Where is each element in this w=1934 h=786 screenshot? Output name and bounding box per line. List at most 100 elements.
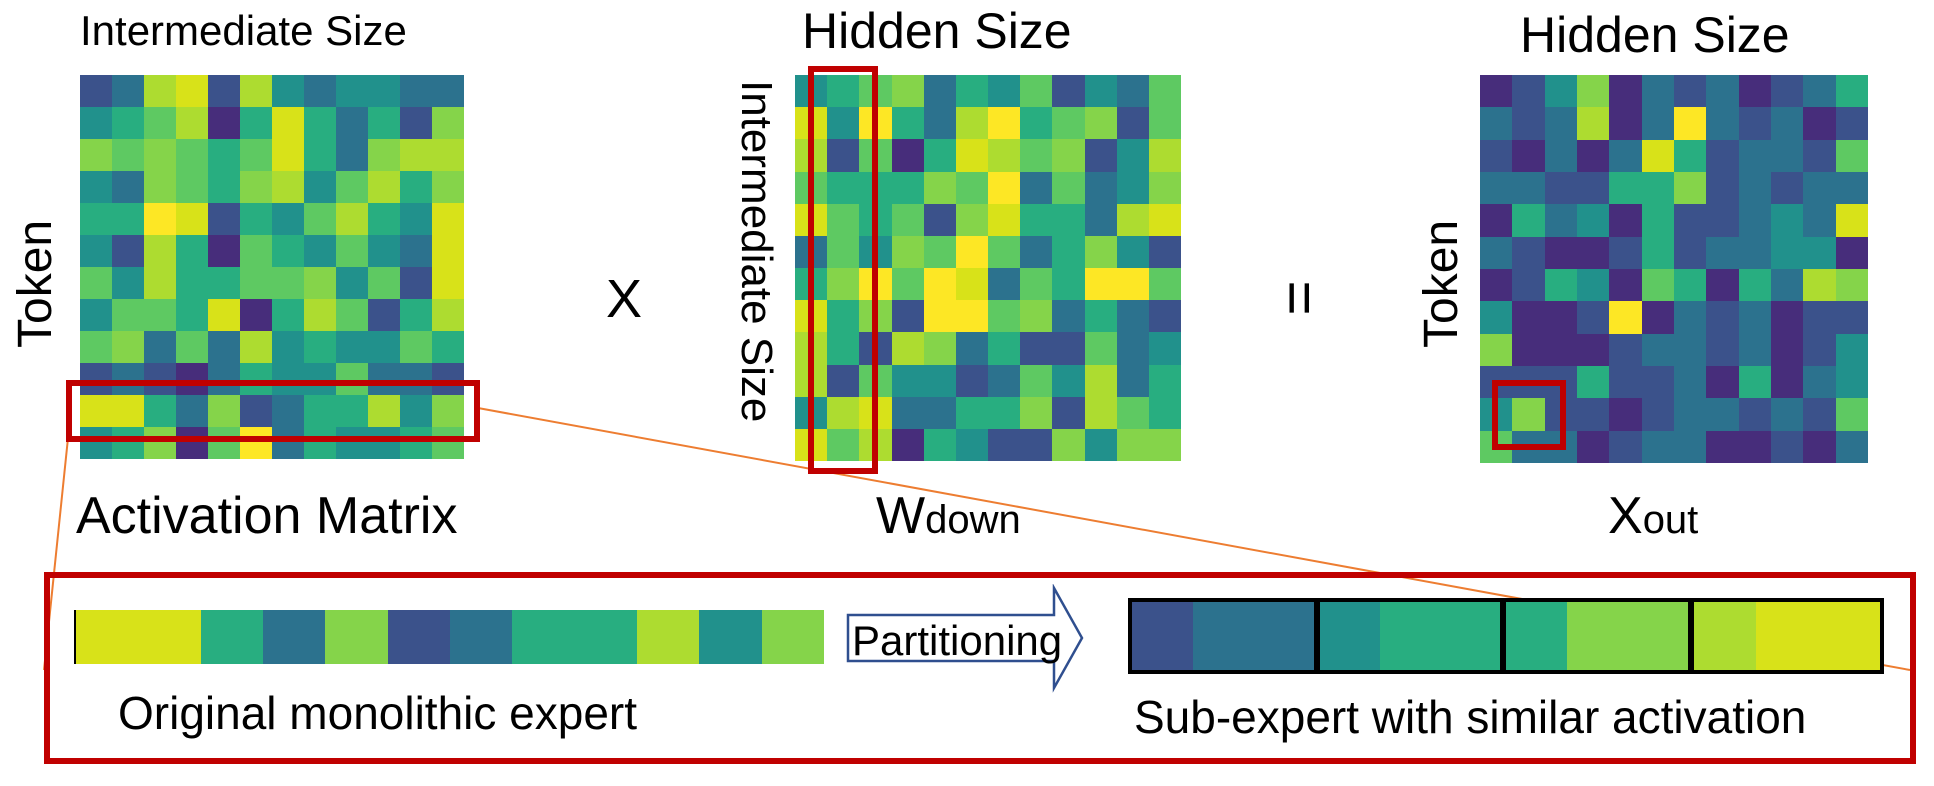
matrix-cell xyxy=(176,139,208,171)
expert-neuron-cell xyxy=(387,610,450,664)
matrix-cell xyxy=(1738,430,1771,463)
matrix-cell xyxy=(1052,171,1085,204)
matrix-cell xyxy=(923,332,956,365)
matrix-cell xyxy=(336,75,368,107)
matrix-cell xyxy=(988,139,1021,172)
matrix-cell xyxy=(432,363,464,395)
matrix-cell xyxy=(400,331,432,363)
output-caption-sub: out xyxy=(1642,498,1699,542)
matrix-cell xyxy=(1803,301,1836,334)
matrix-cell xyxy=(208,75,240,107)
matrix-cell xyxy=(1576,430,1610,463)
matrix-cell xyxy=(827,107,860,140)
matrix-cell xyxy=(1052,139,1085,172)
subexpert-group xyxy=(1128,598,1318,674)
matrix-cell xyxy=(304,75,336,107)
matrix-cell xyxy=(1480,268,1513,302)
matrix-cell xyxy=(1576,268,1610,302)
matrix-cell xyxy=(1609,204,1642,237)
matrix-cell xyxy=(112,299,144,331)
matrix-cell xyxy=(240,171,272,203)
expert-neuron-cell xyxy=(262,610,326,664)
matrix-cell xyxy=(827,268,860,301)
matrix-cell xyxy=(1803,204,1836,237)
matrix-cell xyxy=(368,331,400,363)
matrix-cell xyxy=(1738,333,1771,366)
matrix-cell xyxy=(304,203,336,235)
subexpert-neuron-cell xyxy=(1380,602,1440,670)
matrix-cell xyxy=(400,395,432,427)
matrix-cell xyxy=(80,395,112,427)
matrix-cell xyxy=(400,107,432,139)
matrix-cell xyxy=(112,267,144,299)
matrix-cell xyxy=(1148,268,1181,301)
matrix-cell xyxy=(1576,204,1610,237)
matrix-cell xyxy=(304,235,336,267)
matrix-cell xyxy=(891,203,924,236)
matrix-cell xyxy=(1641,204,1674,237)
matrix-cell xyxy=(368,139,400,171)
matrix-cell xyxy=(1770,365,1804,399)
matrix-cell xyxy=(1148,139,1181,172)
matrix-cell xyxy=(1084,364,1117,397)
matrix-cell xyxy=(891,428,924,461)
subexpert-neuron-cell xyxy=(1192,602,1254,670)
matrix-cell xyxy=(1116,171,1149,204)
matrix-cell xyxy=(1706,365,1739,399)
matrix-cell xyxy=(1576,107,1610,140)
matrix-cell xyxy=(112,171,144,203)
matrix-cell xyxy=(1020,300,1053,333)
matrix-cell xyxy=(1020,364,1053,397)
matrix-cell xyxy=(1706,398,1739,431)
matrix-cell xyxy=(1052,396,1085,429)
matrix-cell xyxy=(1020,235,1053,268)
matrix-cell xyxy=(240,427,272,459)
matrix-cell xyxy=(891,139,924,172)
matrix-cell xyxy=(336,427,368,459)
matrix-cell xyxy=(176,299,208,331)
weight-caption: Wdown xyxy=(876,490,1021,542)
matrix-cell xyxy=(272,331,304,363)
matrix-cell xyxy=(1148,235,1181,268)
matrix-cell xyxy=(1673,430,1707,463)
matrix-cell xyxy=(1020,139,1053,172)
matrix-cell xyxy=(988,396,1021,429)
subexpert-neuron-cell xyxy=(1566,602,1628,670)
expert-neuron-cell xyxy=(574,610,637,664)
matrix-cell xyxy=(923,396,956,429)
matrix-cell xyxy=(432,427,464,459)
matrix-cell xyxy=(1116,268,1149,301)
matrix-cell xyxy=(923,139,956,172)
matrix-cell xyxy=(336,331,368,363)
matrix-cell xyxy=(1084,268,1117,301)
matrix-cell xyxy=(1512,204,1545,237)
matrix-cell xyxy=(1148,428,1181,461)
matrix-cell xyxy=(400,139,432,171)
matrix-cell xyxy=(1738,301,1771,334)
matrix-cell xyxy=(144,267,176,299)
matrix-cell xyxy=(208,107,240,139)
expert-neuron-cell xyxy=(138,610,201,664)
matrix-cell xyxy=(891,364,924,397)
matrix-cell xyxy=(1835,333,1868,366)
matrix-cell xyxy=(208,331,240,363)
matrix-cell xyxy=(1770,139,1804,172)
matrix-cell xyxy=(891,171,924,204)
matrix-cell xyxy=(336,139,368,171)
partitioning-label: Partitioning xyxy=(852,617,1063,664)
matrix-cell xyxy=(304,107,336,139)
matrix-cell xyxy=(144,427,176,459)
matrix-cell xyxy=(1116,428,1149,461)
matrix-cell xyxy=(1706,107,1739,140)
matrix-cell xyxy=(1052,268,1085,301)
matrix-cell xyxy=(240,395,272,427)
matrix-cell xyxy=(1116,300,1149,333)
subexpert-neuron-cell xyxy=(1253,602,1315,670)
matrix-cell xyxy=(1609,333,1642,366)
matrix-cell xyxy=(304,171,336,203)
matrix-cell xyxy=(272,203,304,235)
matrix-cell xyxy=(1480,171,1513,205)
matrix-cell xyxy=(144,363,176,395)
matrix-cell xyxy=(891,332,924,365)
matrix-cell xyxy=(1835,301,1868,334)
